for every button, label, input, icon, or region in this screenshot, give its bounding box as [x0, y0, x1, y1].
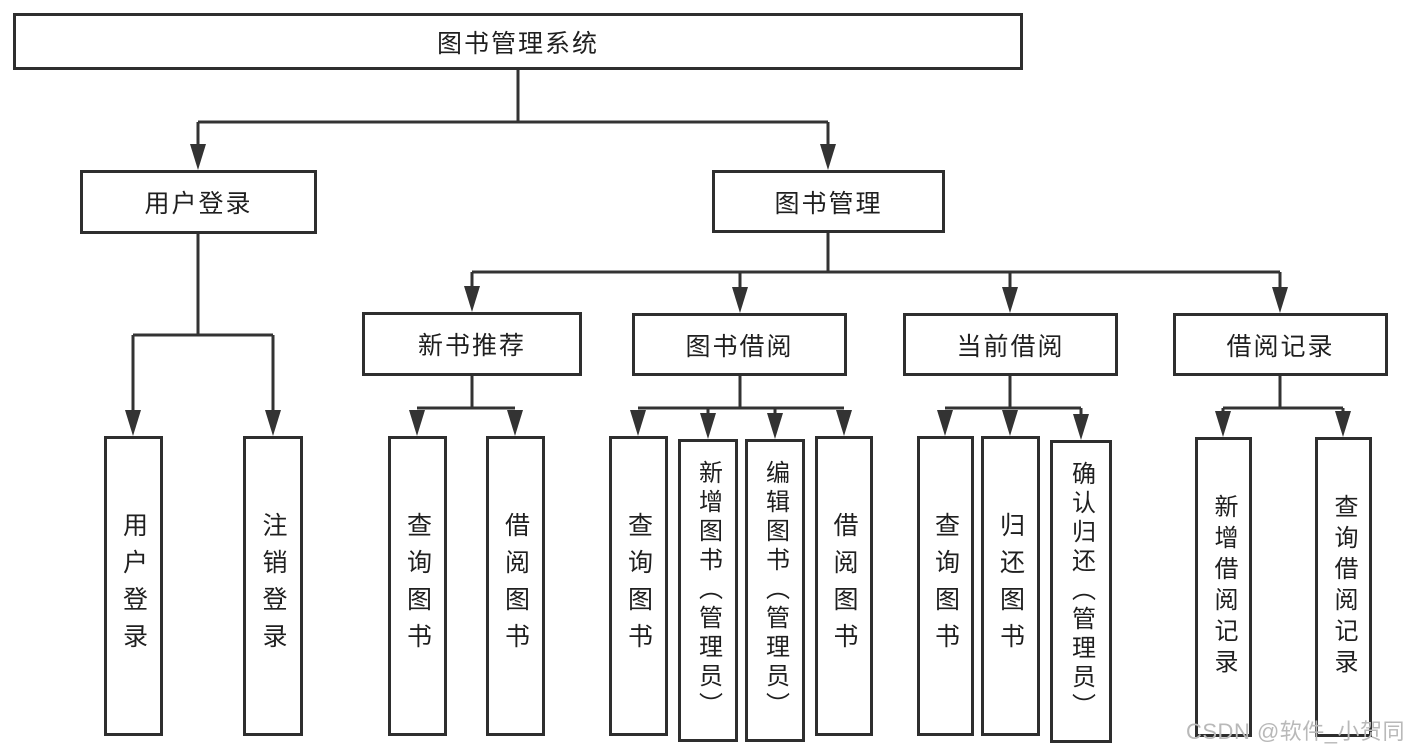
leaf-query-book-2-label: 查询图书	[624, 512, 653, 660]
csdn-watermark: CSDN @软件_小贺同学	[1186, 719, 1405, 744]
node-borrow-records: 借阅记录	[1173, 313, 1388, 376]
node-book-management-label: 图书管理	[774, 189, 883, 218]
node-current-borrow: 当前借阅	[903, 313, 1118, 376]
node-current-borrow-label: 当前借阅	[956, 332, 1065, 361]
leaf-query-book-3-label: 查询图书	[931, 512, 960, 660]
leaf-add-borrow-record: 新增借阅记录	[1195, 437, 1252, 737]
leaf-logout: 注销登录	[243, 436, 303, 736]
leaf-user-login: 用户登录	[104, 436, 163, 736]
leaf-borrow-book-2: 借阅图书	[815, 436, 873, 736]
leaf-return-book: 归还图书	[981, 436, 1040, 736]
leaf-confirm-return-admin-label: 确认归还（管理员）	[1067, 461, 1095, 722]
node-user-login: 用户登录	[80, 170, 317, 234]
leaf-query-book-1: 查询图书	[388, 436, 447, 736]
leaf-logout-label: 注销登录	[259, 512, 287, 660]
node-new-book-recommend: 新书推荐	[362, 312, 582, 376]
leaf-edit-book-admin-label: 编辑图书（管理员）	[761, 460, 789, 721]
leaf-borrow-book-1-label: 借阅图书	[501, 512, 530, 660]
leaf-query-book-2: 查询图书	[609, 436, 668, 736]
leaf-query-borrow-record: 查询借阅记录	[1315, 437, 1372, 737]
node-book-management: 图书管理	[712, 170, 945, 233]
node-borrow-records-label: 借阅记录	[1226, 332, 1335, 361]
node-book-borrow: 图书借阅	[632, 313, 847, 376]
node-root-label: 图书管理系统	[436, 29, 599, 58]
leaf-query-book-1-label: 查询图书	[403, 512, 432, 660]
leaf-query-borrow-record-label: 查询借阅记录	[1330, 494, 1357, 680]
leaf-return-book-label: 归还图书	[996, 512, 1025, 660]
node-new-book-recommend-label: 新书推荐	[417, 332, 526, 360]
leaf-add-book-admin-label: 新增图书（管理员）	[694, 460, 722, 721]
leaf-add-borrow-record-label: 新增借阅记录	[1210, 494, 1237, 680]
leaf-add-book-admin: 新增图书（管理员）	[678, 439, 738, 742]
leaf-confirm-return-admin: 确认归还（管理员）	[1050, 440, 1112, 743]
node-book-borrow-label: 图书借阅	[685, 332, 794, 361]
leaf-user-login-label: 用户登录	[119, 512, 148, 660]
arrowheads	[125, 144, 1351, 440]
node-root-system: 图书管理系统	[13, 13, 1023, 70]
leaf-query-book-3: 查询图书	[917, 436, 974, 736]
leaf-borrow-book-1: 借阅图书	[486, 436, 545, 736]
leaf-borrow-book-2-label: 借阅图书	[830, 512, 858, 660]
leaf-edit-book-admin: 编辑图书（管理员）	[745, 439, 805, 742]
node-user-login-label: 用户登录	[144, 190, 253, 218]
